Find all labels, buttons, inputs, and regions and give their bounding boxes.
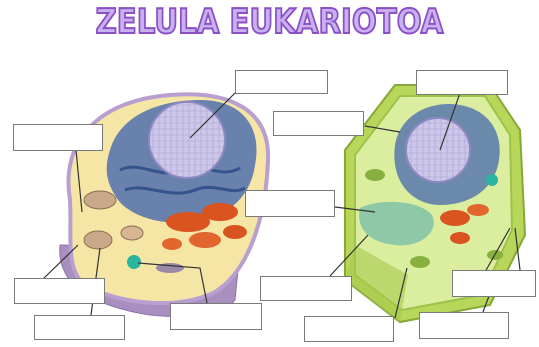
animal-nucleus: [149, 102, 225, 178]
label-box-animal-golgi[interactable]: [14, 278, 105, 304]
label-box-plant-nucleus[interactable]: [416, 70, 508, 95]
label-box-plant-cytoplasm[interactable]: [419, 312, 509, 339]
label-box-plant-mitochondrion[interactable]: [304, 316, 394, 342]
label-box-animal-centriole[interactable]: [170, 303, 262, 330]
label-box-plant-cell-wall[interactable]: [452, 270, 536, 297]
label-box-plant-chloroplast[interactable]: [260, 276, 352, 301]
label-box-plant-vacuole[interactable]: [245, 190, 335, 217]
label-box-animal-mitochondrion[interactable]: [34, 315, 125, 340]
plant-nucleus: [406, 118, 470, 182]
label-box-animal-membrane[interactable]: [13, 124, 103, 151]
label-box-animal-nucleus[interactable]: [235, 70, 328, 94]
label-box-plant-membrane[interactable]: [273, 111, 364, 136]
plant-centriole: [486, 174, 498, 186]
animal-centriole: [127, 255, 141, 269]
